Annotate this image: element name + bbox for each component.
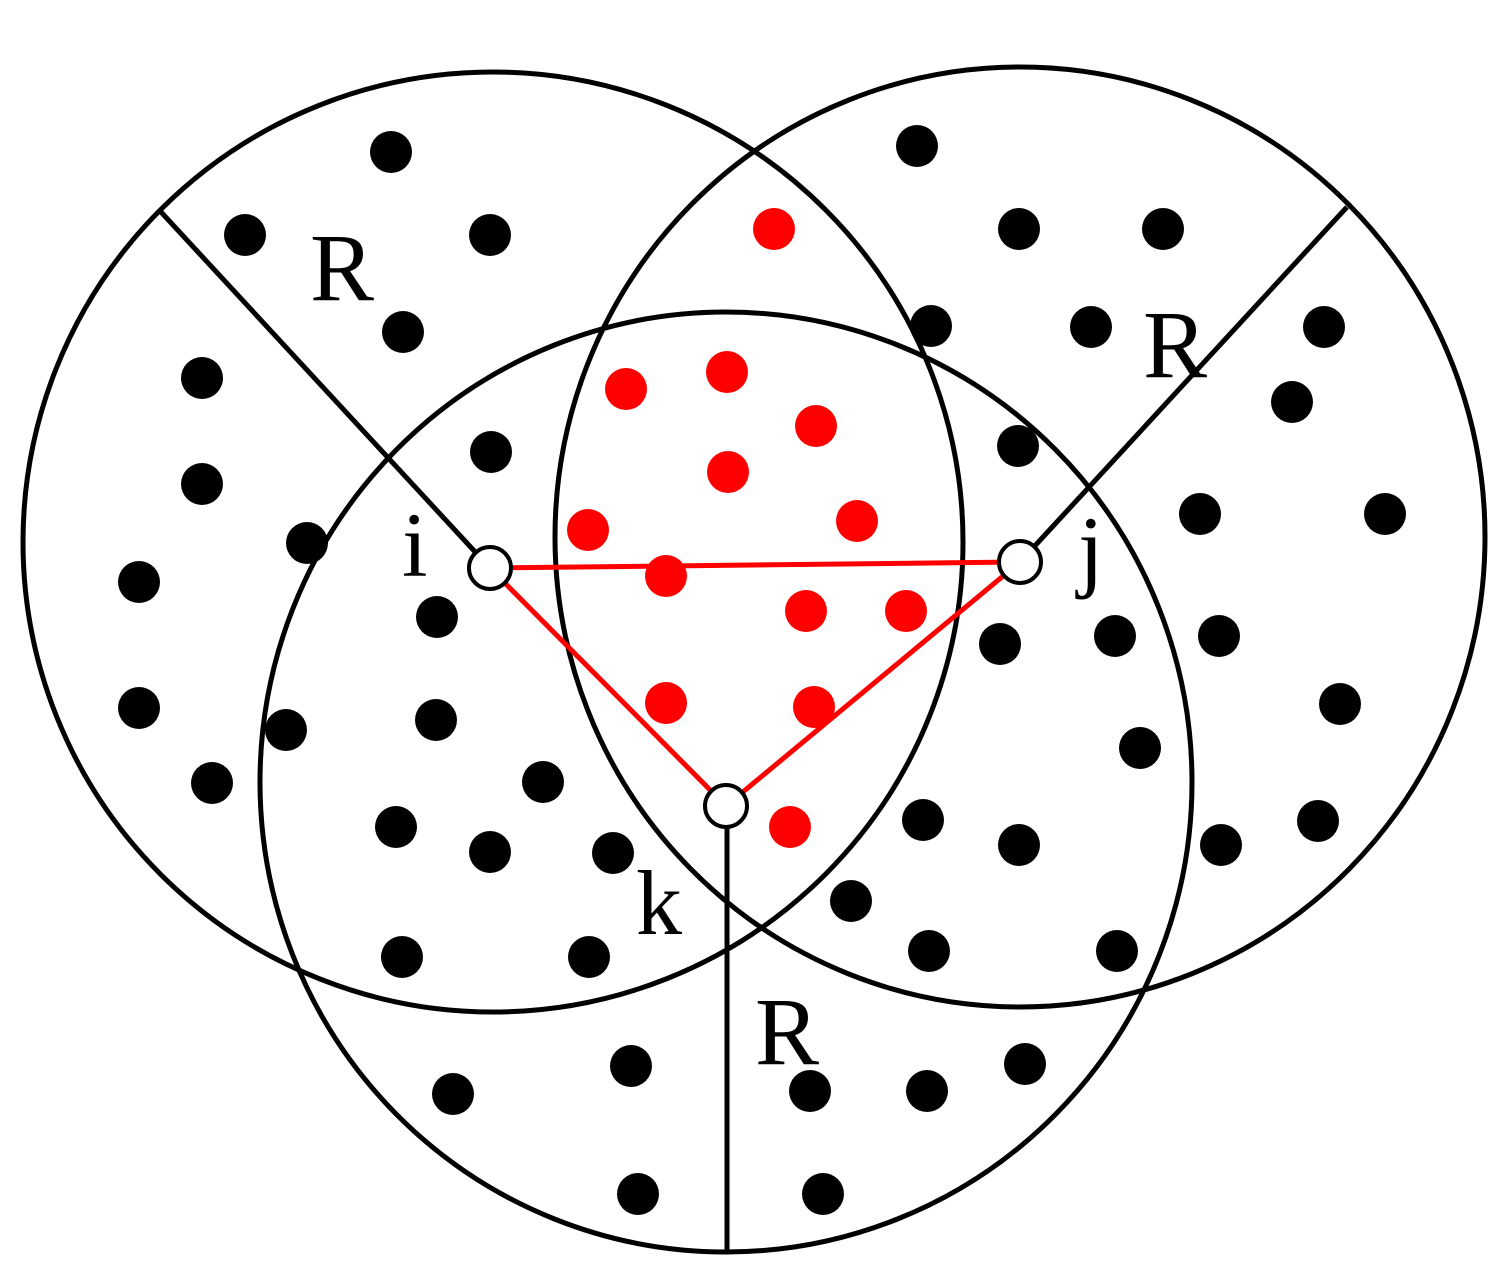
radius-label-i: R [310, 214, 374, 321]
black-dot [906, 1070, 948, 1112]
radius-label-j: R [1143, 291, 1207, 398]
black-dot [375, 806, 417, 848]
red-dot [885, 590, 927, 632]
black-dot [118, 561, 160, 603]
black-dot [1364, 493, 1406, 535]
black-dot [789, 1070, 831, 1112]
red-dot [753, 208, 795, 250]
edge-i-k [488, 566, 728, 808]
black-dot [802, 1173, 844, 1215]
red-dot [795, 405, 837, 447]
edge-i-j [489, 559, 1021, 571]
black-dot [1319, 683, 1361, 725]
node-i [467, 545, 513, 591]
black-dot [1297, 800, 1339, 842]
black-dot [469, 214, 511, 256]
black-dots [118, 125, 1406, 1215]
red-dot [793, 686, 835, 728]
black-dot [910, 305, 952, 347]
black-dot [382, 311, 424, 353]
black-dot [415, 699, 457, 741]
black-dot [1070, 306, 1112, 348]
black-dot [896, 125, 938, 167]
black-dot [181, 357, 223, 399]
black-dot [1142, 208, 1184, 250]
black-dot [902, 799, 944, 841]
black-dot [181, 463, 223, 505]
black-dot [286, 522, 328, 564]
black-dot [469, 831, 511, 873]
black-dot [830, 880, 872, 922]
black-dot [224, 214, 266, 256]
red-dot [836, 500, 878, 542]
black-dot [610, 1045, 652, 1087]
black-dot [998, 824, 1040, 866]
red-dot [769, 806, 811, 848]
black-dot [997, 425, 1039, 467]
black-dot [908, 930, 950, 972]
labels: R R R i j k [310, 214, 1207, 1085]
red-dot [567, 509, 609, 551]
black-dot [1004, 1043, 1046, 1085]
black-dot [592, 832, 634, 874]
black-dot [979, 623, 1021, 665]
node-label-k: k [636, 852, 682, 954]
node-triangle [488, 559, 1022, 808]
red-dots [567, 208, 927, 848]
black-dot [118, 687, 160, 729]
red-dot [707, 451, 749, 493]
edge-j-k [724, 560, 1022, 808]
red-dot [706, 351, 748, 393]
black-dot [1303, 306, 1345, 348]
black-dot [617, 1173, 659, 1215]
radius-lines [159, 205, 1349, 1252]
black-dot [432, 1073, 474, 1115]
black-dot [381, 936, 423, 978]
red-dot [645, 682, 687, 724]
black-dot [998, 208, 1040, 250]
black-dot [1096, 930, 1138, 972]
black-dot [568, 936, 610, 978]
black-dot [522, 761, 564, 803]
red-dot [785, 590, 827, 632]
black-dot [1271, 381, 1313, 423]
radius-label-k: R [755, 978, 819, 1085]
black-dot [1119, 727, 1161, 769]
black-dot [416, 596, 458, 638]
black-dot [265, 709, 307, 751]
black-dot [1200, 824, 1242, 866]
node-k [703, 783, 749, 829]
black-dot [1094, 615, 1136, 657]
node-label-j: j [1075, 498, 1104, 600]
red-dot [605, 368, 647, 410]
node-label-i: i [402, 494, 428, 596]
node-j [997, 539, 1043, 585]
black-dot [1179, 493, 1221, 535]
radius-line-i [159, 210, 492, 570]
black-dot [470, 431, 512, 473]
nodes [467, 539, 1043, 829]
black-dot [1198, 615, 1240, 657]
black-dot [370, 131, 412, 173]
coverage-circle-j [552, 64, 1488, 1010]
coverage-circle-i [20, 69, 966, 1015]
black-dot [191, 762, 233, 804]
radius-line-j [1018, 205, 1349, 564]
red-dot [645, 555, 687, 597]
